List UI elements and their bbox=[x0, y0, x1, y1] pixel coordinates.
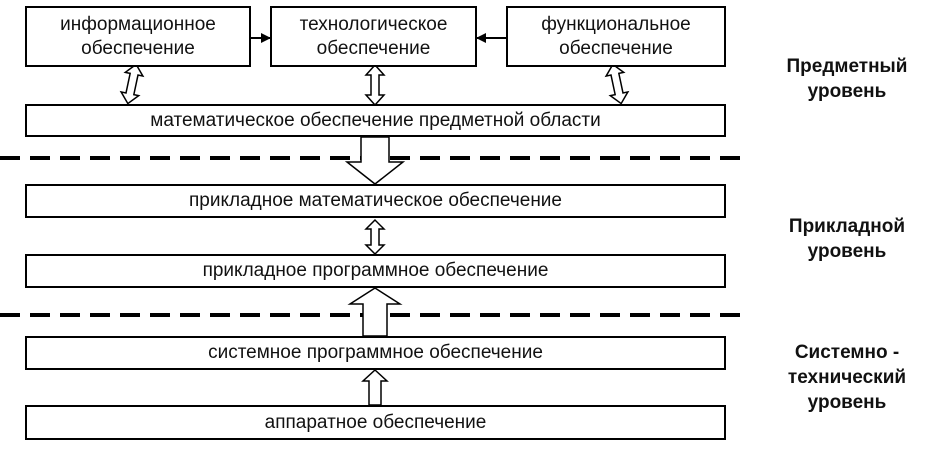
level-system-line1: Системно - bbox=[794, 342, 900, 363]
box-functional-support: функциональное обеспечение bbox=[506, 6, 726, 67]
box-hardware: аппаратное обеспечение bbox=[25, 405, 726, 440]
box-technological-support: технологическое обеспечение bbox=[270, 6, 477, 67]
level-system-line3: уровень bbox=[807, 392, 887, 413]
box-math-subject-area: математическое обеспечение предметной об… bbox=[25, 104, 726, 137]
box-informational-line2: обеспечение bbox=[81, 37, 195, 59]
level-label-system: Системно - технический уровень bbox=[772, 340, 922, 415]
double-arrow-info-math bbox=[119, 63, 145, 105]
level-system-line2: технический bbox=[787, 367, 907, 388]
block-arrow-system-to-applied bbox=[347, 287, 403, 337]
block-arrow-math-to-applied bbox=[344, 136, 406, 185]
level-applied-line1: Прикладной bbox=[788, 216, 906, 237]
double-arrow-tech-math bbox=[364, 63, 386, 107]
box-informational-support: информационное обеспечение bbox=[25, 6, 251, 67]
double-arrow-appliedmath-software bbox=[364, 218, 386, 256]
level-subject-line1: Предметный bbox=[786, 56, 908, 77]
double-arrow-func-math bbox=[604, 63, 630, 105]
level-applied-line2: уровень bbox=[807, 241, 887, 262]
box-functional-line1: функциональное bbox=[541, 13, 691, 35]
level-label-subject: Предметный уровень bbox=[772, 54, 922, 104]
level-subject-line2: уровень bbox=[807, 81, 887, 102]
box-system-software: системное программное обеспечение bbox=[25, 336, 726, 370]
arrow-hardware-to-system bbox=[361, 368, 389, 406]
box-applied-math: прикладное математическое обеспечение bbox=[25, 184, 726, 218]
box-hardware-label: аппаратное обеспечение bbox=[264, 411, 487, 433]
box-informational-line1: информационное bbox=[60, 13, 216, 35]
box-applied-math-label: прикладное математическое обеспечение bbox=[188, 190, 562, 211]
box-technological-line1: технологическое bbox=[299, 13, 448, 35]
box-functional-line2: обеспечение bbox=[559, 37, 673, 59]
box-technological-line2: обеспечение bbox=[316, 37, 431, 59]
level-label-applied: Прикладной уровень bbox=[772, 214, 922, 264]
box-system-software-label: системное программное обеспечение bbox=[208, 342, 543, 363]
box-math-subject-label: математическое обеспечение предметной об… bbox=[150, 109, 601, 131]
box-applied-software: прикладное программное обеспечение bbox=[25, 254, 726, 288]
box-applied-software-label: прикладное программное обеспечение bbox=[202, 260, 549, 281]
